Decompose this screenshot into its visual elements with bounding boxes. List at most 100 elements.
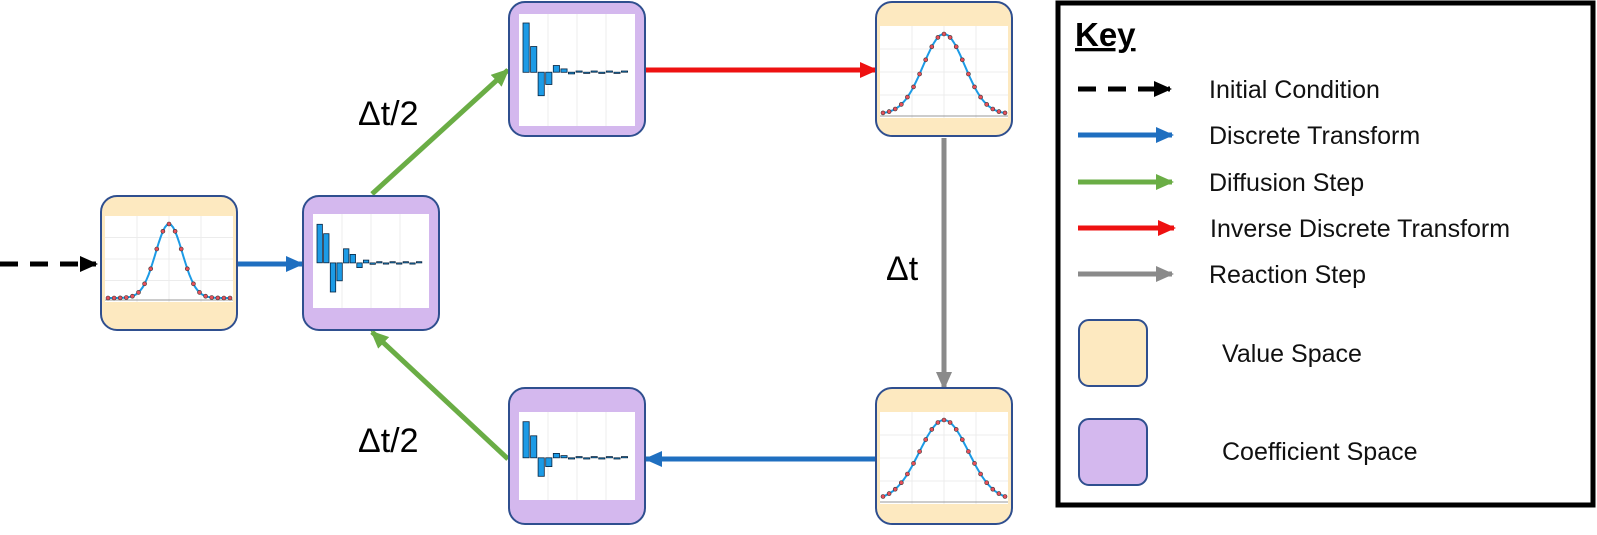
sample-point xyxy=(935,420,941,425)
sample-point xyxy=(105,295,111,301)
coefficient-bar xyxy=(552,65,560,73)
coefficient-bar xyxy=(402,261,409,264)
coefficient-bar xyxy=(389,261,396,264)
coefficient-bar xyxy=(349,254,356,264)
coefficient-bar xyxy=(545,71,553,85)
sample-point xyxy=(203,293,208,299)
coefficient-bar xyxy=(537,457,545,477)
coefficient-bar xyxy=(530,46,538,73)
coefficient-bar xyxy=(575,70,583,73)
sample-point xyxy=(209,295,214,300)
coefficient-bar-plot xyxy=(522,412,629,500)
coefficient-bar xyxy=(552,453,560,459)
coefficient-space-node-center xyxy=(302,195,440,331)
coefficient-bar xyxy=(409,262,416,265)
coefficient-bar xyxy=(329,262,337,293)
sample-point xyxy=(941,31,947,37)
coefficient-bar xyxy=(316,223,323,264)
sample-point xyxy=(978,471,983,477)
coefficient-bar xyxy=(369,262,376,265)
gaussian-plot xyxy=(105,216,233,302)
sample-point xyxy=(996,491,1002,496)
sample-point xyxy=(227,295,233,301)
coefficient-bar-plot xyxy=(316,214,423,308)
coefficient-bar xyxy=(382,262,390,265)
sample-point xyxy=(911,461,916,466)
coefficient-bar xyxy=(590,456,598,459)
sample-point xyxy=(929,44,935,50)
sample-point xyxy=(923,437,929,442)
sample-point xyxy=(886,109,892,114)
sample-point xyxy=(886,491,892,496)
value-space-node-initial xyxy=(100,195,238,331)
sample-point xyxy=(984,102,989,107)
sample-point xyxy=(923,57,929,63)
sample-point xyxy=(221,295,227,301)
sample-point xyxy=(1002,110,1008,116)
diffusion-step-arrow-bottom xyxy=(370,330,510,461)
sample-point xyxy=(191,281,196,287)
coefficient-bar xyxy=(530,435,538,459)
key-coefficient-space-swatch xyxy=(1078,418,1148,486)
sample-point xyxy=(947,420,953,425)
value-space-node-top-right xyxy=(875,1,1013,137)
sample-point xyxy=(953,44,959,50)
coefficient-bar xyxy=(363,259,370,264)
coefficient-bar xyxy=(560,68,568,73)
key-reaction-step-label: Reaction Step xyxy=(1209,261,1366,289)
sample-point xyxy=(972,84,977,90)
coefficient-bar xyxy=(621,70,629,73)
sample-point xyxy=(917,449,922,454)
coefficient-bar xyxy=(522,421,530,459)
sample-point xyxy=(929,427,935,432)
sample-point xyxy=(111,295,117,301)
coefficient-bar xyxy=(590,70,598,73)
sample-point xyxy=(117,295,123,301)
coefficient-bar xyxy=(613,457,621,460)
coefficient-space-node-top xyxy=(508,1,646,137)
sample-point xyxy=(966,449,971,454)
sample-point xyxy=(990,486,996,492)
sample-point xyxy=(972,461,977,466)
coefficient-bar-plot xyxy=(522,14,629,126)
sample-point xyxy=(911,84,916,90)
sample-point xyxy=(905,471,910,477)
half-step-label-top: Δt/2 xyxy=(358,95,419,133)
sample-point xyxy=(953,427,959,432)
sample-point xyxy=(154,246,160,252)
sample-point xyxy=(905,94,910,100)
full-step-label: Δt xyxy=(886,250,919,288)
sample-point xyxy=(960,437,965,442)
sample-point xyxy=(197,290,202,295)
coefficient-bar xyxy=(568,457,576,460)
coefficient-bar xyxy=(621,456,629,459)
coefficient-bar xyxy=(575,456,583,459)
coefficient-bar xyxy=(336,262,343,282)
sample-point xyxy=(935,35,941,40)
diffusion-step-arrow-top xyxy=(370,68,510,196)
gaussian-plot xyxy=(880,26,1008,118)
coefficient-bar xyxy=(583,71,591,74)
sample-point xyxy=(947,35,953,40)
sample-point xyxy=(130,293,135,299)
coefficient-bar xyxy=(537,71,545,97)
sample-point xyxy=(960,57,965,63)
coefficient-space-node-bottom xyxy=(508,387,646,525)
coefficient-bar xyxy=(605,456,613,459)
sample-point xyxy=(185,266,190,272)
coefficient-bar xyxy=(583,457,591,460)
coefficient-bar xyxy=(598,457,606,460)
sample-point xyxy=(123,295,129,300)
sample-point xyxy=(142,281,147,287)
coefficient-bar xyxy=(598,71,606,74)
coefficient-bar xyxy=(323,233,330,264)
key-initial-condition-label: Initial Condition xyxy=(1209,76,1380,104)
coefficient-bar xyxy=(560,455,568,459)
coefficient-bar xyxy=(416,261,423,264)
sample-point xyxy=(160,228,166,234)
key-discrete-transform-label: Discrete Transform xyxy=(1209,122,1420,150)
sample-point xyxy=(880,110,886,116)
coefficient-bar xyxy=(376,261,383,264)
coefficient-bar xyxy=(396,262,403,265)
sample-point xyxy=(898,480,904,485)
